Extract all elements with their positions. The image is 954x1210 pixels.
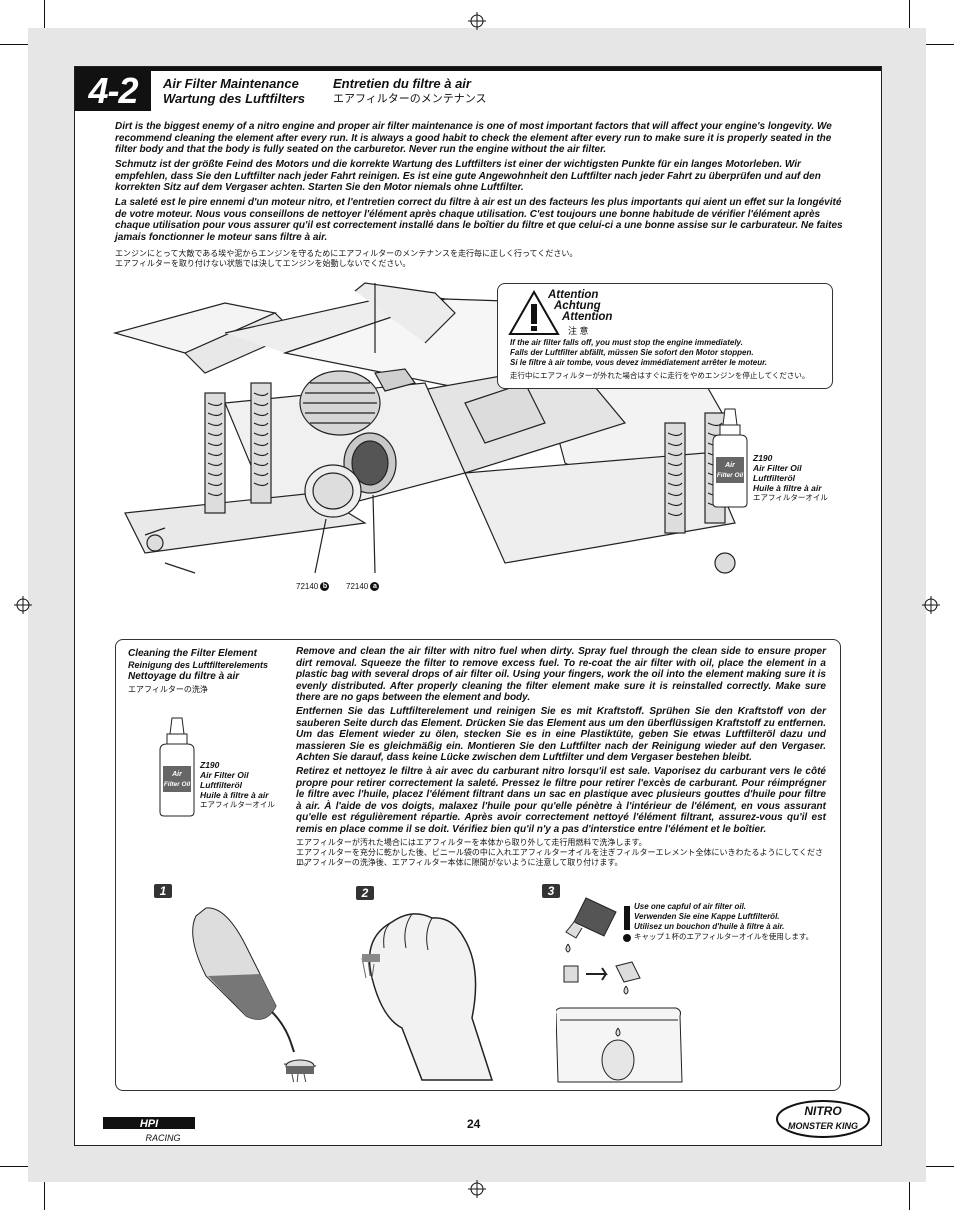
- cleaning-section: Cleaning the Filter Element Reinigung de…: [115, 639, 841, 1091]
- svg-text:Filter Oil: Filter Oil: [164, 781, 191, 788]
- attention-box: Attention Achtung Attention 注 意 If the a…: [497, 283, 833, 389]
- hpi-racing-logo: HPI RACING: [103, 1113, 199, 1148]
- cleaning-text-fr: Retirez et nettoyez le filtre à air avec…: [296, 766, 826, 835]
- step-2-number: 2: [356, 886, 374, 900]
- intro-ja-1: エンジンにとって大敵である埃や泥からエンジンを守るためにエアフィルターのメンテナ…: [115, 249, 578, 258]
- oil-code: Z190: [200, 760, 220, 770]
- oil-name-de: Luftfilteröl: [753, 473, 796, 483]
- hpi-logo-icon: HPI RACING: [103, 1117, 195, 1143]
- part-badge-a: a: [370, 582, 380, 592]
- crop-mark: [924, 44, 954, 45]
- title-fr: Entretien du filtre à air: [333, 76, 471, 91]
- cleaning-text-ja-1: エアフィルターが汚れた場合にはエアフィルターを本体から取り外して走行用燃料で洗浄…: [296, 838, 647, 847]
- svg-text:Filter Oil: Filter Oil: [717, 472, 744, 479]
- attention-heading-ja: 注 意: [568, 326, 589, 336]
- cleaning-text-ja-3: エアフィルターの洗浄後、エアフィルター本体に隙間がないように注意して取り付けます…: [296, 858, 623, 867]
- oil-name-en: Air Filter Oil: [200, 770, 249, 780]
- part-number-b: 72140: [296, 582, 319, 591]
- air-filter-oil-bottle-icon: Air Filter Oil: [712, 408, 748, 508]
- cleaning-text-de: Entfernen Sie das Luftfilterelement und …: [296, 706, 826, 763]
- fuel-bottle-spray-illustration: [192, 907, 317, 1082]
- attention-heading-fr: Attention: [562, 311, 613, 323]
- registration-mark-icon: [468, 1180, 486, 1198]
- cap-note-fr: Utilisez un bouchon d'huile à filtre à a…: [634, 922, 785, 931]
- intro-ja-2: エアフィルターを取り付けない状態では決してエンジンを始動しないでください。: [115, 259, 411, 268]
- crop-mark: [44, 1180, 45, 1210]
- oil-name-fr: Huile à filtre à air: [753, 483, 822, 493]
- page-number: 24: [467, 1117, 481, 1131]
- nitro-monster-king-logo-icon: NITRO MONSTER KING: [776, 1100, 870, 1138]
- crop-mark: [924, 1166, 954, 1167]
- cap-note-de: Verwenden Sie eine Kappe Luftfilteröl.: [634, 912, 780, 921]
- cap-note-ja: キャップ１杯のエアフィルターオイルを使用します。: [634, 932, 814, 941]
- attention-text-fr: Si le filtre à air tombe, vous devez imm…: [510, 358, 767, 367]
- crop-mark: [909, 1180, 910, 1210]
- title-en: Air Filter Maintenance: [163, 76, 299, 91]
- attention-text-en: If the air filter falls off, you must st…: [510, 338, 743, 347]
- monster-king-logo-text: MONSTER KING: [788, 1121, 858, 1131]
- part-number-a: 72140: [346, 582, 369, 591]
- cleaning-title-de: Reinigung des Luftfilterelements: [128, 659, 269, 670]
- note-exclamation-icon: [623, 906, 631, 942]
- part-label-a: 72140 a: [346, 582, 380, 592]
- air-filter-oil-bottle-icon: Air Filter Oil: [159, 717, 195, 817]
- attention-text-ja: 走行中にエアフィルターが外れた場合はすぐに走行をやめエンジンを停止してください。: [510, 371, 810, 380]
- oil-drop-and-bag-illustration: [556, 897, 683, 1083]
- nitro-monster-king-logo: NITRO MONSTER KING: [775, 1099, 871, 1144]
- crop-mark: [0, 1166, 30, 1167]
- step-1-number: 1: [154, 884, 172, 898]
- nitro-logo-text: NITRO: [804, 1104, 842, 1118]
- part-badge-b: b: [320, 582, 330, 592]
- crop-mark: [909, 0, 910, 30]
- warning-triangle-icon: [508, 290, 560, 335]
- svg-text:Air: Air: [171, 771, 183, 778]
- registration-mark-icon: [468, 12, 486, 30]
- step-number: 4-2: [75, 71, 151, 111]
- registration-mark-icon: [922, 596, 940, 614]
- title-de: Wartung des Luftfilters: [163, 91, 306, 106]
- crop-mark: [44, 0, 45, 30]
- crop-mark: [0, 44, 30, 45]
- part-label-b: 72140 b: [296, 582, 330, 592]
- attention-heading-en: Attention: [548, 289, 599, 301]
- oil-code: Z190: [753, 453, 773, 463]
- cleaning-title-fr: Nettoyage du filtre à air: [128, 671, 240, 682]
- oil-label-clean: Z190 Air Filter Oil Luftfilteröl Huile à…: [200, 760, 275, 810]
- hpi-logo-text: HPI: [140, 1118, 159, 1130]
- cleaning-title-ja: エアフィルターの洗浄: [128, 685, 208, 694]
- intro-en: Dirt is the biggest enemy of a nitro eng…: [115, 121, 832, 155]
- oil-name-ja: エアフィルターオイル: [753, 493, 828, 502]
- intro-fr: La saleté est le pire ennemi d'un moteur…: [115, 197, 843, 243]
- cleaning-text-ja-2: エアフィルターを充分に乾かした後、ビニール袋の中に入れエアフィルターオイルを注ぎ…: [296, 848, 824, 867]
- step-3-number: 3: [542, 884, 560, 898]
- racing-logo-text: RACING: [145, 1133, 180, 1143]
- registration-mark-icon: [14, 596, 32, 614]
- oil-name-ja: エアフィルターオイル: [200, 800, 275, 809]
- oil-name-en: Air Filter Oil: [753, 463, 802, 473]
- attention-text-de: Falls der Luftfilter abfällt, müssen Sie…: [510, 348, 754, 357]
- title-ja: エアフィルターのメンテナンス: [333, 93, 487, 105]
- cleaning-title: Cleaning the Filter Element Reinigung de…: [128, 648, 268, 683]
- cleaning-text-en: Remove and clean the air filter with nit…: [296, 646, 826, 703]
- cap-note: Use one capful of air filter oil. Verwen…: [634, 902, 813, 942]
- header-rule: [75, 67, 881, 71]
- oil-name-de: Luftfilteröl: [200, 780, 243, 790]
- oil-name-fr: Huile à filtre à air: [200, 790, 269, 800]
- cap-note-en: Use one capful of air filter oil.: [634, 902, 747, 911]
- manual-page: 4-2 Air Filter Maintenance Wartung des L…: [74, 66, 882, 1146]
- intro-de: Schmutz ist der größte Feind des Motors …: [115, 159, 821, 193]
- attention-heading-de: Achtung: [554, 300, 601, 312]
- svg-text:Air: Air: [724, 462, 736, 469]
- gloved-hand-squeeze-illustration: [361, 913, 494, 1081]
- cleaning-title-en: Cleaning the Filter Element: [128, 648, 257, 659]
- oil-label-top: Z190 Air Filter Oil Luftfilteröl Huile à…: [753, 453, 828, 503]
